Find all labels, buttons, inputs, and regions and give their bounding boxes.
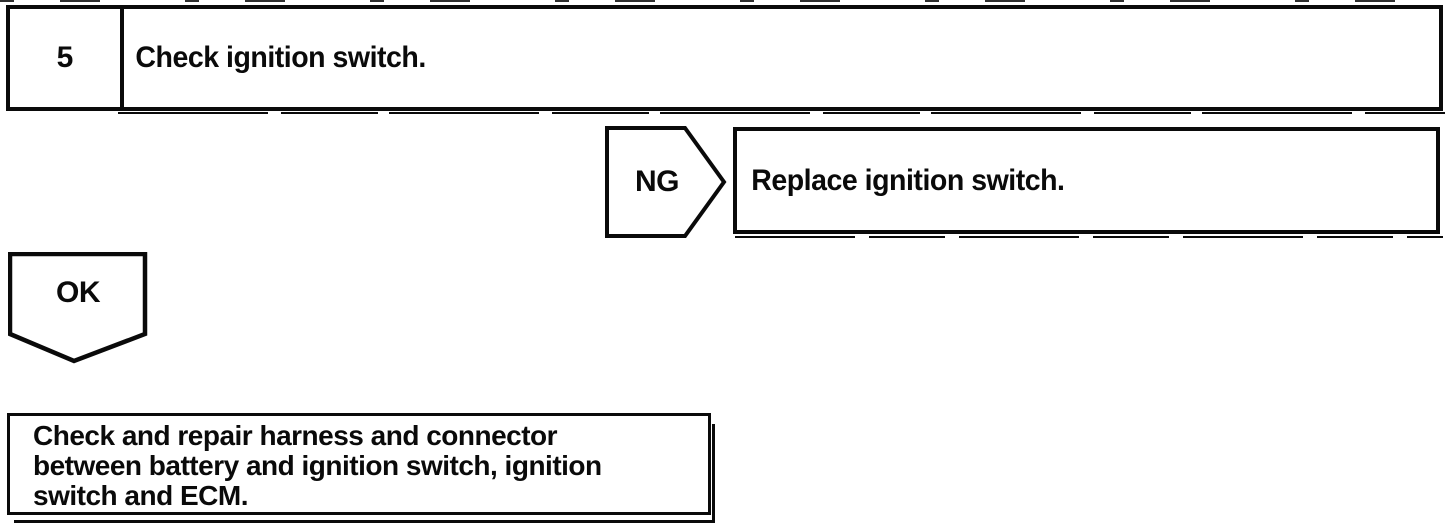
step-box: 5 Check ignition switch.	[6, 5, 1443, 111]
broken-rule-line-top	[0, 0, 1456, 2]
ok-action-box: Check and repair harness and connector b…	[7, 413, 715, 523]
ng-label: NG	[635, 165, 680, 198]
step-number-cell: 5	[10, 9, 124, 107]
step-number: 5	[56, 41, 74, 74]
broken-rule-line-under-step	[118, 112, 1445, 114]
ok-arrow-icon	[8, 252, 148, 364]
ok-connector: OK	[8, 252, 148, 364]
ok-label: OK	[56, 276, 101, 309]
ng-arrow-icon	[605, 126, 727, 238]
ok-action-text: Check and repair harness and connector b…	[33, 420, 602, 511]
ng-action-box: Replace ignition switch.	[733, 127, 1440, 234]
step-instruction: Check ignition switch.	[135, 41, 426, 74]
ng-action-text: Replace ignition switch.	[751, 163, 1065, 197]
broken-rule-line-under-ng-action	[735, 236, 1443, 238]
ng-connector: NG	[605, 126, 727, 238]
